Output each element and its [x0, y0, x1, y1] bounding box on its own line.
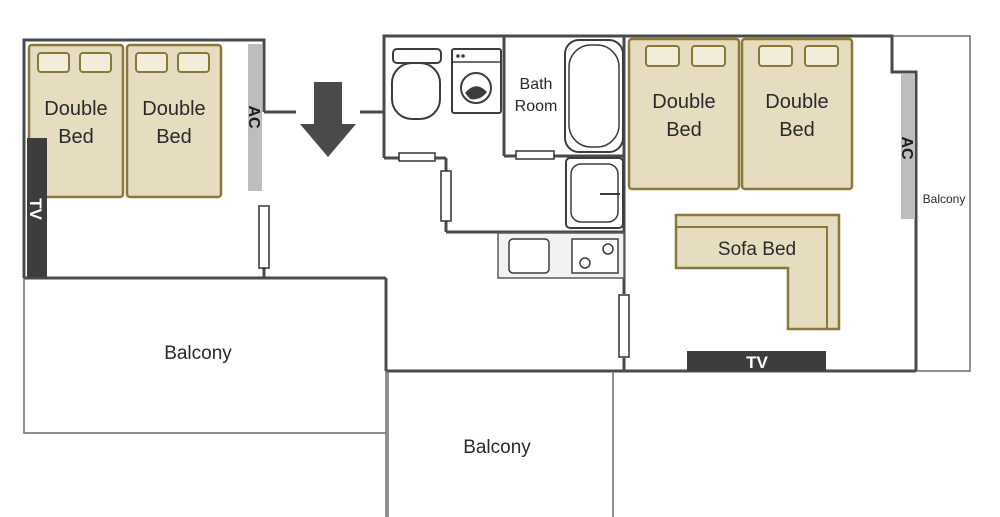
- bed-2-label-line-1: Double: [142, 98, 205, 120]
- bedroom-right-door: [618, 294, 630, 358]
- sofa-bed: Sofa Bed: [674, 213, 841, 331]
- balcony-right-label: Balcony: [923, 192, 966, 206]
- bathtub-icon: [564, 39, 624, 153]
- pillow-icon: [135, 52, 168, 73]
- bed-1-label-line-2: Bed: [58, 126, 94, 148]
- bed-1-label-line-1: Double: [44, 98, 107, 120]
- toilet-door: [398, 152, 436, 162]
- kitchen-sink-icon: [508, 238, 550, 274]
- stove-icon: [571, 238, 619, 274]
- pillow-icon: [691, 45, 726, 67]
- bed-4-label-line-2: Bed: [779, 119, 815, 141]
- tv-bottom-label: TV: [746, 353, 768, 372]
- sink-icon: [565, 157, 624, 229]
- pillow-icon: [79, 52, 112, 73]
- ac-right-label: AC: [898, 136, 915, 160]
- ac-unit-right: [901, 74, 915, 219]
- toilet-icon: [391, 48, 442, 120]
- pillow-icon: [37, 52, 70, 73]
- bed-2-label-line-2: Bed: [156, 126, 192, 148]
- bed-3-label-line-1: Double: [652, 91, 715, 113]
- bedroom-left-door: [258, 205, 270, 269]
- bathroom-label-line-2: Room: [515, 98, 558, 115]
- balcony-center-label: Balcony: [463, 437, 531, 458]
- sofa-bed-label: Sofa Bed: [718, 239, 796, 260]
- entrance-arrow-icon: [300, 82, 356, 157]
- bathroom-door: [515, 150, 555, 160]
- double-bed-1: Double Bed: [27, 43, 125, 199]
- bathroom-label-line-1: Bath: [520, 76, 553, 93]
- kitchen-counter: [497, 232, 625, 279]
- tv-bottom: [687, 351, 826, 371]
- pillow-icon: [645, 45, 680, 67]
- pillow-icon: [804, 45, 839, 67]
- ac-unit-left: [248, 44, 262, 191]
- balcony-left-label: Balcony: [164, 343, 232, 364]
- tv-left-label: TV: [26, 198, 45, 220]
- pillow-icon: [177, 52, 210, 73]
- double-bed-4: Double Bed: [740, 37, 854, 191]
- bed-3-label-line-2: Bed: [666, 119, 702, 141]
- tv-left: [27, 138, 47, 277]
- ac-left-label: AC: [245, 105, 262, 129]
- laundry-door: [440, 170, 452, 222]
- double-bed-3: Double Bed: [627, 37, 741, 191]
- bed-4-label-line-1: Double: [765, 91, 828, 113]
- double-bed-2: Double Bed: [125, 43, 223, 199]
- pillow-icon: [758, 45, 793, 67]
- washing-machine-icon: [451, 48, 502, 114]
